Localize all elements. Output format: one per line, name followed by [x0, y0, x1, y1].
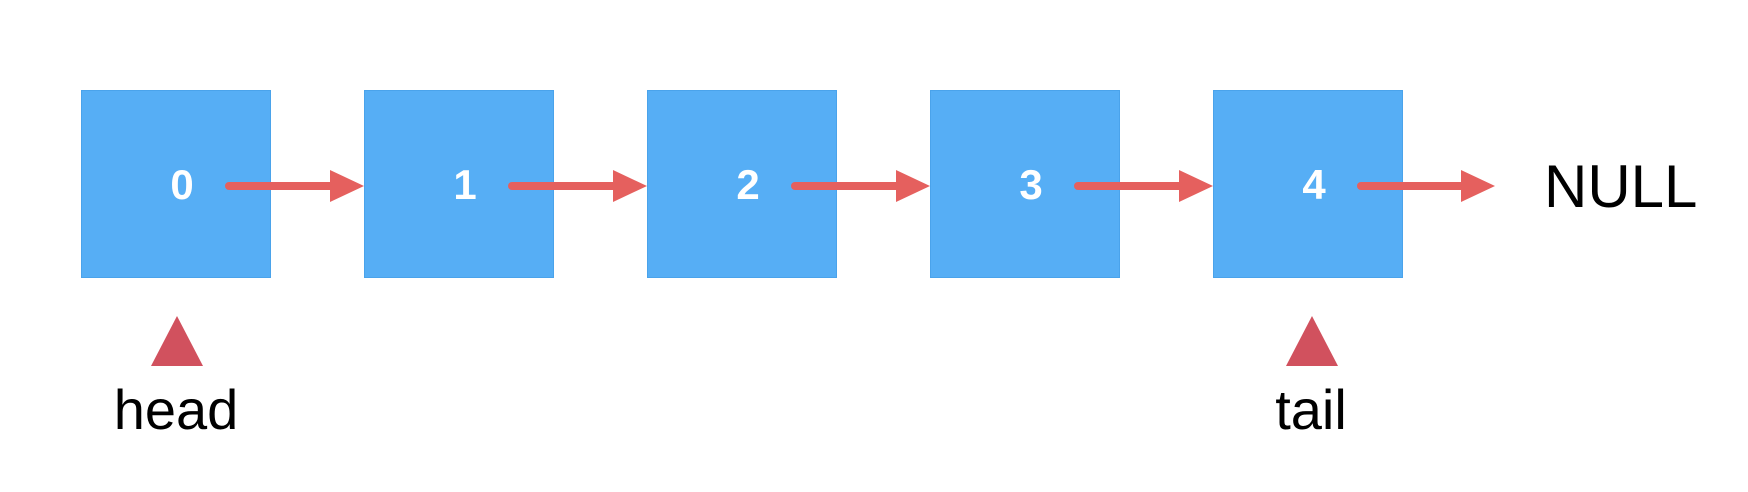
- list-node-2: 2: [647, 90, 837, 278]
- tail-pointer: tail: [1241, 316, 1381, 456]
- head-label: head: [113, 378, 239, 441]
- list-node-0: 0: [81, 90, 271, 278]
- up-triangle-icon: [1286, 316, 1338, 366]
- node-value: 0: [170, 161, 194, 208]
- list-node-3: 3: [930, 90, 1120, 278]
- list-node-1: 1: [364, 90, 554, 278]
- list-node-4: 4: [1213, 90, 1403, 278]
- up-triangle-icon: [151, 316, 203, 366]
- head-pointer: head: [106, 316, 246, 456]
- node-value: 1: [453, 161, 477, 208]
- tail-label: tail: [1275, 378, 1347, 441]
- node-value: 4: [1302, 161, 1326, 208]
- null-terminal-label: NULL: [1544, 153, 1698, 220]
- node-value: 2: [736, 161, 760, 208]
- node-value: 3: [1019, 161, 1043, 208]
